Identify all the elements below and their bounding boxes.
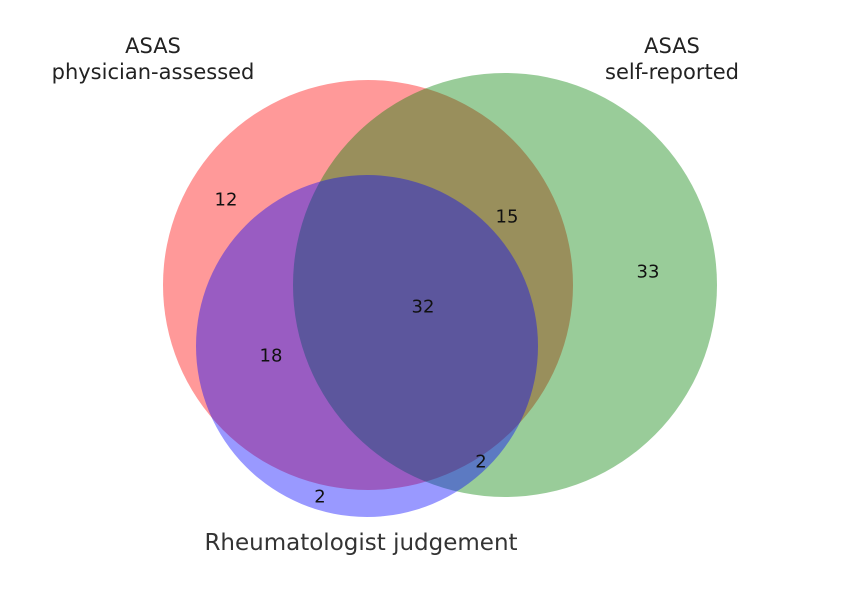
set-label-line: ASAS [125,34,181,58]
set-label-c: Rheumatologist judgement [204,530,517,556]
region-label-c-only: 2 [314,487,325,508]
region-label-abc: 32 [412,297,435,318]
region-label-bc: 2 [475,452,486,473]
region-label-ab: 15 [496,207,519,228]
set-label-line: physician-assessed [52,60,255,84]
region-label-a-only: 12 [215,190,238,211]
set-circle-b [293,73,717,497]
set-circle-a [163,80,573,490]
venn-circles [163,73,717,517]
set-label-line: Rheumatologist judgement [204,530,517,556]
region-label-b-only: 33 [637,262,660,283]
set-circle-c [196,175,538,517]
region-label-ac: 18 [260,346,283,367]
set-label-line: ASAS [644,34,700,58]
set-label-line: self-reported [605,60,739,84]
region-labels: 12 33 2 15 18 2 32 [215,190,660,508]
